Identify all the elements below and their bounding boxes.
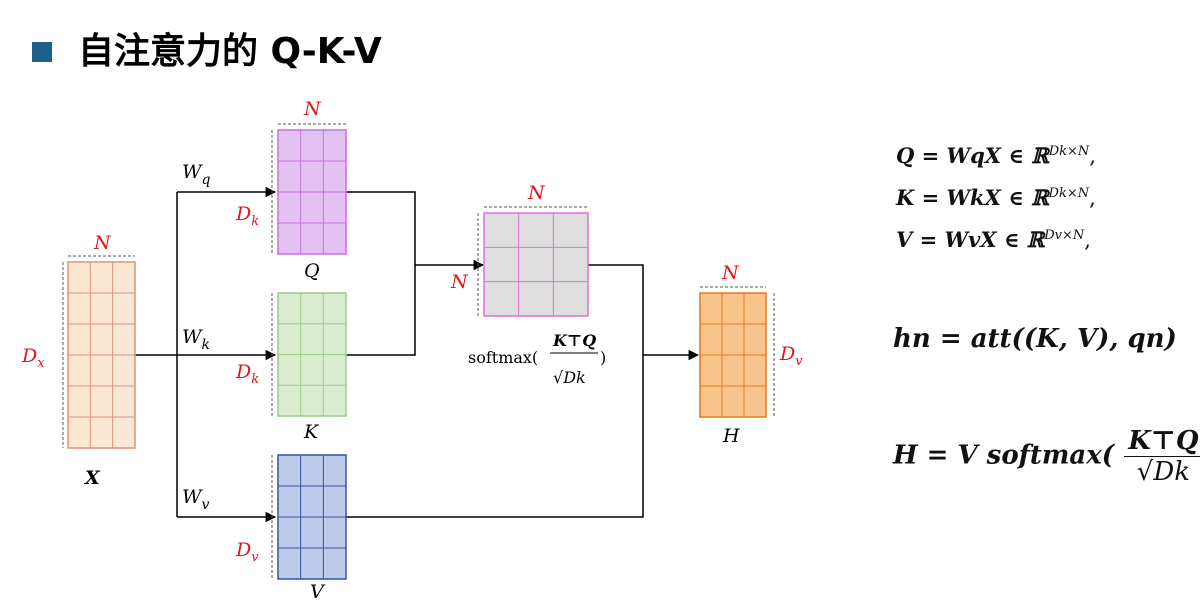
x-label: X (84, 467, 101, 489)
x-n-label: N (93, 232, 112, 254)
wq-label: Wq (182, 161, 211, 188)
s-n-side-label: N (450, 271, 469, 293)
k-dk-label: Dk (235, 361, 259, 387)
matrix-q (277, 129, 347, 255)
q-n-label: N (303, 98, 322, 120)
h-dv-label: Dv (779, 343, 803, 369)
formula-h: H = V softmax( K⊤Q √Dk ), (893, 426, 1200, 487)
title-bullet (32, 42, 52, 62)
formula-q: Q = WqX ∈ ℝDk×N, (896, 143, 1096, 168)
matrix-v (277, 454, 347, 580)
formula-v: V = WvX ∈ ℝDv×N, (896, 227, 1091, 252)
matrix-k (277, 292, 347, 417)
s-n-label: N (527, 182, 546, 204)
q-dk-label: Dk (235, 203, 259, 229)
formula-h-fraction: K⊤Q √Dk (1124, 426, 1200, 487)
dx-label: Dx (21, 345, 45, 371)
page-title: 自注意力的 Q-K-V (78, 31, 382, 72)
matrix-x (67, 261, 136, 449)
matrix-h (699, 292, 767, 418)
h-label: H (722, 425, 740, 447)
softmax-label: softmax( K⊤Q √Dk ) (468, 331, 606, 387)
v-label: V (310, 581, 326, 603)
formula-hn: hn = att((K, V), qn) (893, 324, 1177, 354)
matS-body (483, 212, 589, 317)
wk-label: Wk (182, 326, 210, 353)
q-label: Q (304, 260, 320, 282)
wv-label: Wv (182, 486, 210, 513)
score-v-line (346, 264, 644, 518)
h-n-label: N (721, 262, 740, 284)
k-label: K (303, 421, 320, 443)
qk-join-line (346, 191, 416, 356)
formula-k: K = WkX ∈ ℝDk×N, (896, 185, 1096, 210)
svg-text:K⊤Q: K⊤Q (552, 331, 596, 350)
svg-text:softmax(: softmax( (468, 348, 538, 367)
matrix-scores (483, 212, 589, 317)
v-dv-label: Dv (235, 539, 259, 565)
svg-text:): ) (600, 348, 606, 367)
svg-text:√Dk: √Dk (553, 368, 586, 387)
